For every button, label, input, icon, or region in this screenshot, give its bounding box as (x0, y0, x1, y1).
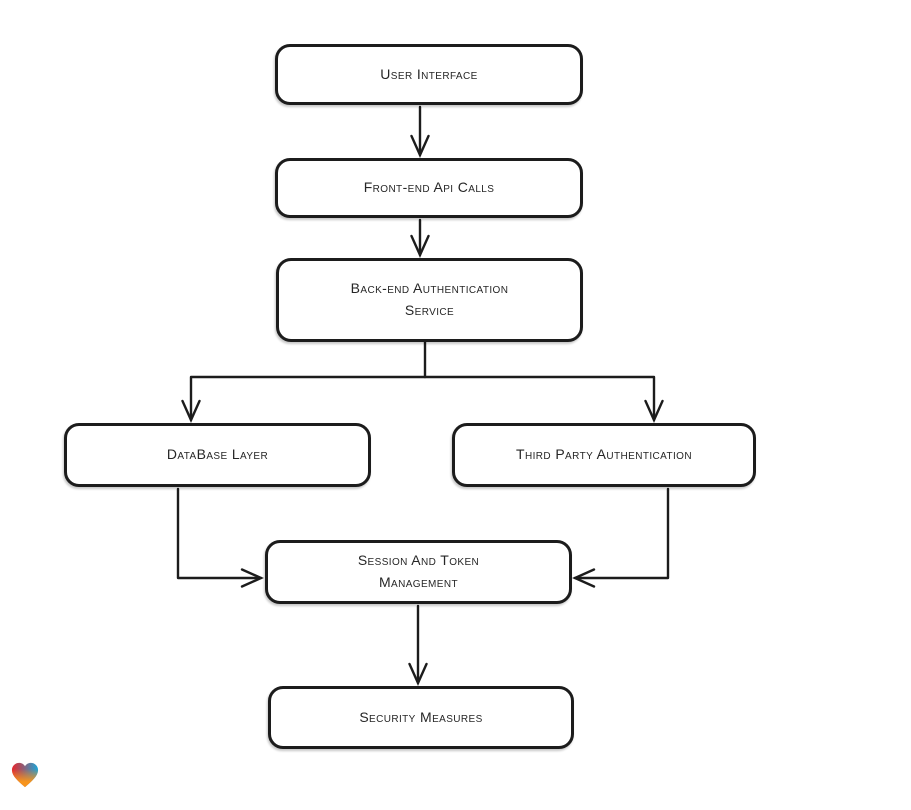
brand-logo[interactable] (10, 761, 40, 789)
edge-third-party-authentication-to-session-and-token-management (572, 487, 670, 588)
node-third-party-authentication[interactable]: Third Party Authentication (452, 423, 756, 487)
edge-back-end-authentication-service-to-database-layer (181, 375, 427, 423)
edge-database-layer-to-session-and-token-management (176, 487, 264, 588)
heart-gradient-icon (11, 762, 39, 788)
node-back-end-authentication-service[interactable]: Back-end Authentication Service (276, 258, 583, 342)
node-back-end-authentication-service-label: Back-end Authentication Service (350, 280, 509, 318)
edge-back-end-authentication-service-to-third-party-authentication (423, 375, 664, 423)
node-user-interface-label: User Interface (380, 65, 478, 82)
node-database-layer-label: DataBase Layer (166, 446, 269, 463)
node-front-end-api-calls[interactable]: Front-end Api Calls (275, 158, 583, 218)
node-security-measures[interactable]: Security Measures (268, 686, 574, 749)
node-session-and-token-management[interactable]: Session And Token Management (265, 540, 572, 604)
node-user-interface[interactable]: User Interface (275, 44, 583, 105)
node-third-party-authentication-label: Third Party Authentication (516, 446, 692, 463)
node-session-and-token-management-label: Session And Token Management (357, 552, 480, 590)
node-database-layer[interactable]: DataBase Layer (64, 423, 371, 487)
node-front-end-api-calls-label: Front-end Api Calls (363, 179, 495, 196)
node-security-measures-label: Security Measures (359, 708, 483, 725)
